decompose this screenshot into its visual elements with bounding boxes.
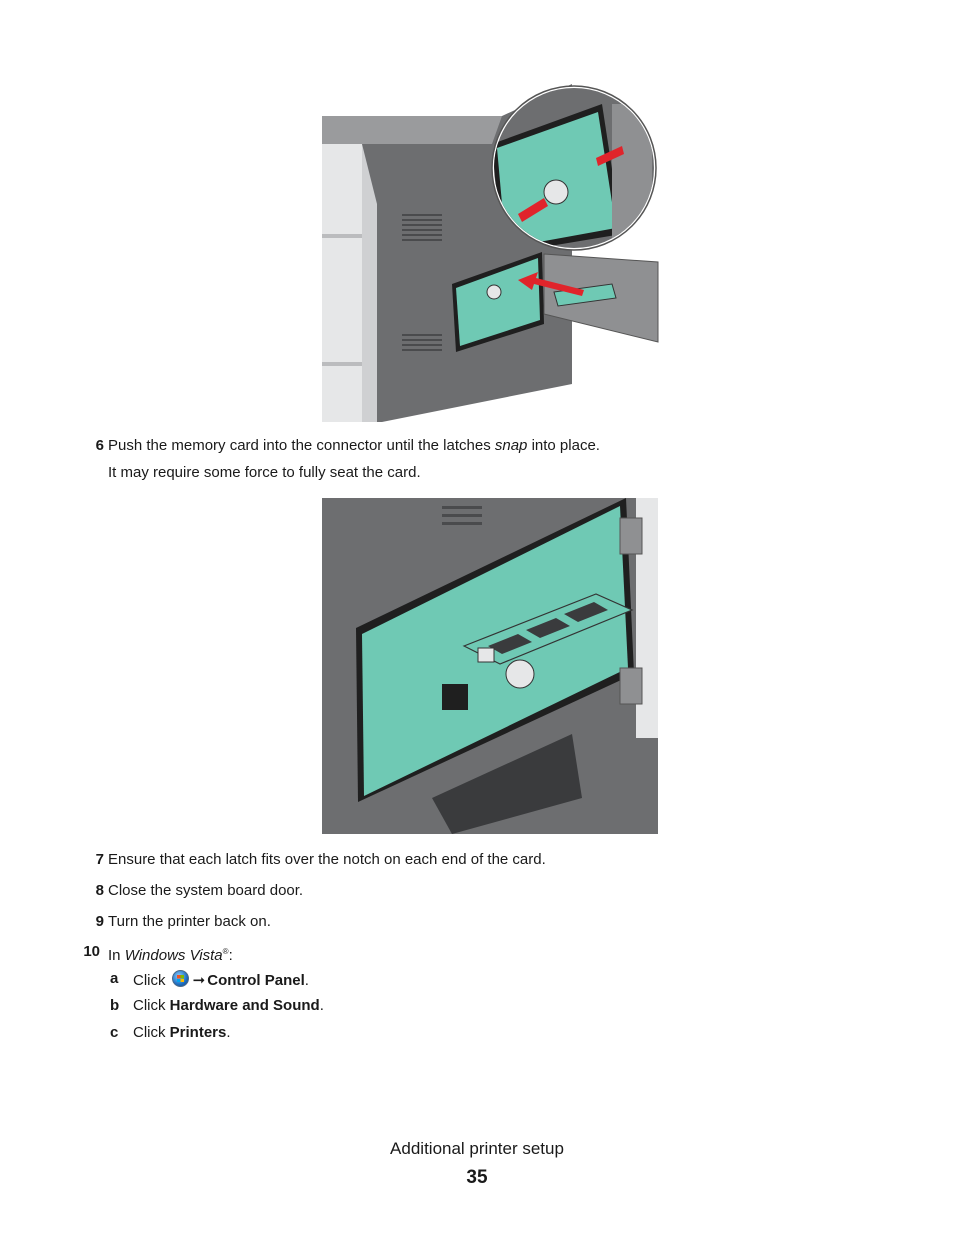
step-text: Turn the printer back on. [108, 913, 271, 930]
substep-bold: Control Panel [207, 972, 305, 989]
windows-start-orb-icon [171, 970, 189, 987]
footer-section-title: Additional printer setup [390, 1139, 564, 1158]
substep-letter: b [110, 997, 120, 1014]
step-text-end: : [228, 947, 233, 964]
step-number: 7 [95, 851, 104, 868]
page-number: 35 [466, 1167, 488, 1188]
arrow-right-icon: ➞ [192, 972, 206, 989]
substep-text: Click [133, 972, 170, 989]
step-6-note: It may require some force to fully seat … [108, 464, 421, 481]
registered-mark: ® [222, 947, 229, 956]
illustration-memory-card-seated [322, 498, 658, 834]
step-text: Push the memory card into the connector … [108, 437, 495, 454]
step-text-end: into place. [527, 437, 600, 454]
substep-text-end: . [319, 997, 324, 1014]
step-number: 10 [83, 943, 100, 960]
step-number: 9 [95, 913, 104, 930]
substep-letter: c [110, 1024, 119, 1041]
illustration-open-system-board [322, 84, 659, 422]
step-number: 8 [95, 882, 104, 899]
substep-text-end: . [304, 972, 309, 989]
step-text: Ensure that each latch fits over the not… [108, 851, 546, 868]
step-emphasis: snap [494, 437, 528, 454]
step-emphasis: Windows Vista [124, 947, 223, 964]
substep-bold: Printers [169, 1024, 227, 1041]
substep-text-end: . [226, 1024, 231, 1041]
step-text: Close the system board door. [108, 882, 304, 899]
substep-text: Click [133, 1024, 170, 1041]
step-text: In [108, 947, 125, 964]
step-number: 6 [95, 437, 104, 454]
substep-bold: Hardware and Sound [169, 997, 320, 1014]
substep-letter: a [110, 970, 119, 987]
substep-text: Click [133, 997, 170, 1014]
